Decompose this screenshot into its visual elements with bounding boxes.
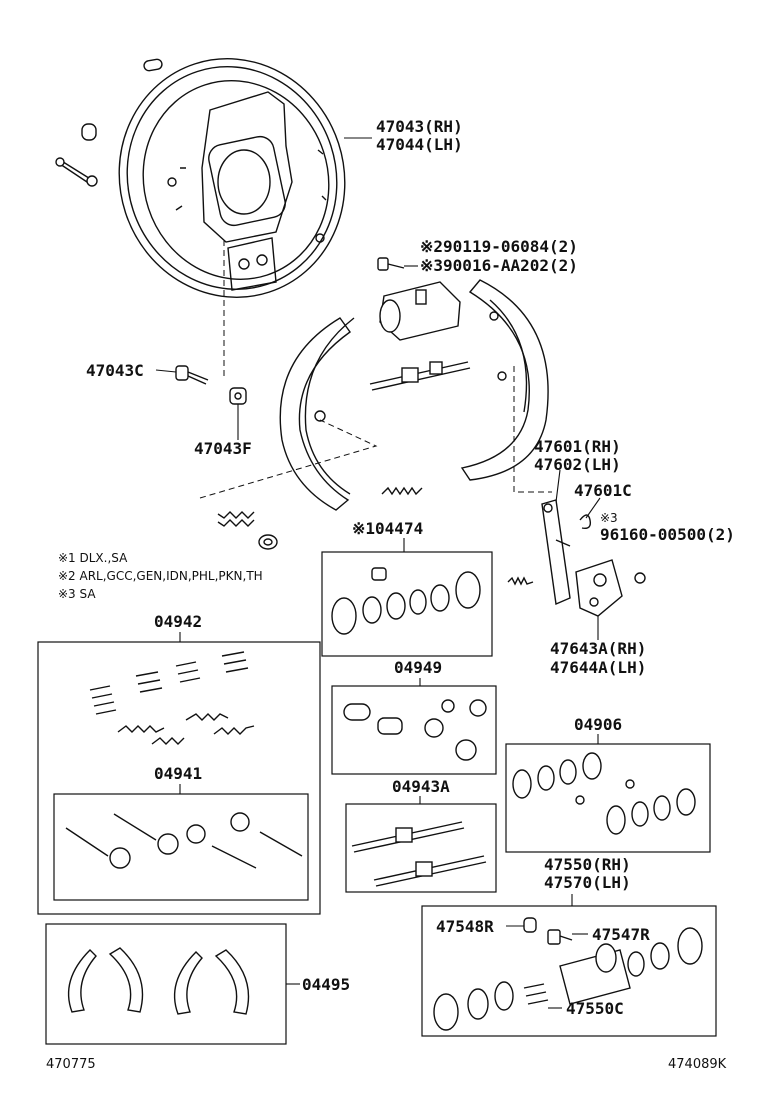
wheel-cylinder-box xyxy=(421,905,717,1037)
kit-04942-label: 04942 xyxy=(154,612,202,631)
kit-04949-box xyxy=(331,685,497,775)
kit-04949-parts xyxy=(343,699,487,761)
note-2: ※2 ARL,GCC,GEN,IDN,PHL,PKN,TH xyxy=(58,569,263,583)
kit-04906-parts xyxy=(512,752,696,835)
kit-104474-box xyxy=(321,551,493,657)
backing-plate-label-lh: 47044(LH) xyxy=(376,135,463,154)
bolt-47043c-label: 47043C xyxy=(86,361,144,380)
note-1: ※1 DLX.,SA xyxy=(58,551,128,565)
part-47547r-drawing xyxy=(547,929,573,945)
clip-ref-3-mark: ※3 xyxy=(600,511,618,525)
lever-label-lh: 47602(LH) xyxy=(534,455,621,474)
bolt-47043c-drawing xyxy=(175,365,209,385)
wheel-cylinder-kit-parts xyxy=(433,927,703,1031)
adjuster-drawing-upper xyxy=(369,361,471,391)
guide-line-shoe xyxy=(199,419,378,499)
kit-04941-box xyxy=(53,793,309,901)
kit-04949-label: 04949 xyxy=(394,658,442,677)
kit-04942-box xyxy=(37,641,321,915)
bracket-drawing xyxy=(575,559,646,617)
cap-drawing xyxy=(258,534,278,550)
bracket-label-rh: 47643A(RH) xyxy=(550,639,646,658)
spring-drawing-small xyxy=(507,576,534,586)
spring-drawing-left xyxy=(217,511,255,527)
kit-04906-label: 04906 xyxy=(574,715,622,734)
clip-47601c-drawing xyxy=(579,514,592,530)
brake-shoe-right xyxy=(460,279,549,481)
shoe-kit-04495-label: 04495 xyxy=(302,975,350,994)
shoe-kit-04495-parts xyxy=(67,947,250,1015)
part-47550c-label: 47550C xyxy=(566,999,624,1018)
footer-right-ref: 474089K xyxy=(668,1057,727,1072)
wheel-cylinder-drawing xyxy=(379,281,461,341)
nut-47043f-label: 47043F xyxy=(194,439,252,458)
backing-plate-label-rh: 47043(RH) xyxy=(376,117,463,136)
kit-104474-label: ※104474 xyxy=(352,519,423,538)
note-3: ※3 SA xyxy=(58,587,96,601)
bracket-label-lh: 47644A(LH) xyxy=(550,658,646,677)
backing-plate-hardware xyxy=(55,58,163,187)
kit-04906-box xyxy=(505,743,711,853)
brake-shoe-left xyxy=(279,317,355,511)
nut-47043f-drawing xyxy=(229,387,247,405)
footer-left-ref: 470775 xyxy=(46,1057,96,1072)
bolt-ref-2-label: ※290119-06084(2) xyxy=(420,237,578,256)
guide-line-lever xyxy=(513,366,552,493)
kit-04941-label: 04941 xyxy=(154,764,202,783)
bolt-drawing-upper xyxy=(377,257,405,271)
spring-drawing-lower xyxy=(381,486,423,496)
part-47548r-drawing xyxy=(523,917,537,933)
part-47548r-label: 47548R xyxy=(436,917,494,936)
kit-104474-parts xyxy=(331,567,481,635)
kit-04943a-label: 04943A xyxy=(392,777,450,796)
parking-lever-drawing xyxy=(541,499,571,606)
kit-04943a-box xyxy=(345,803,497,893)
kit-04941-parts xyxy=(65,812,303,869)
kit-04943a-parts xyxy=(351,821,487,887)
bolt-ref-3-label: ※390016-AA202(2) xyxy=(420,256,578,275)
kit-04942-springs xyxy=(89,651,255,745)
clip-47601c-label: 47601C xyxy=(574,481,632,500)
wheel-cylinder-label-rh: 47550(RH) xyxy=(544,855,631,874)
backing-plate-drawing xyxy=(118,58,346,298)
wheel-cylinder-label-lh: 47570(LH) xyxy=(544,873,631,892)
lever-label-rh: 47601(RH) xyxy=(534,437,621,456)
part-47547r-label: 47547R xyxy=(592,925,650,944)
clip-ref-3-part-label: 96160-00500(2) xyxy=(600,525,735,544)
